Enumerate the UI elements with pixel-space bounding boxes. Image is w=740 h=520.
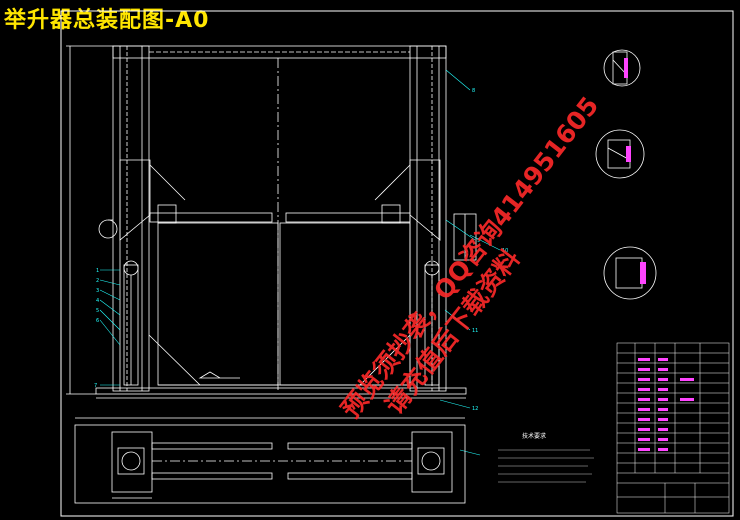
vehicle-outline (157, 222, 279, 386)
svg-text:9: 9 (477, 238, 480, 244)
plan-left-post (111, 431, 153, 493)
technical-notes-heading: 技术要求 (522, 433, 547, 440)
left-arm (149, 212, 273, 223)
plan-view (74, 417, 466, 504)
drawing-title: 举升器总装配图-A0 (4, 8, 210, 33)
svg-text:4: 4 (96, 298, 99, 304)
title-block (616, 342, 730, 514)
svg-text:7: 7 (94, 383, 97, 389)
svg-text:11: 11 (472, 328, 478, 334)
svg-text:6: 6 (96, 318, 99, 324)
svg-text:10: 10 (502, 248, 508, 254)
technical-notes (498, 449, 594, 483)
front-elevation (66, 45, 477, 399)
left-carriage (119, 159, 151, 241)
svg-text:2: 2 (96, 278, 99, 284)
base-plate (95, 387, 467, 395)
drawing-frame (60, 10, 734, 517)
detail-views (595, 49, 657, 300)
right-arm (285, 212, 411, 223)
svg-text:5: 5 (96, 308, 99, 314)
callout-leaders (99, 69, 501, 456)
detail-a (603, 49, 641, 87)
parts-list-highlight (638, 358, 694, 451)
svg-text:8: 8 (472, 88, 475, 94)
detail-c (603, 246, 657, 300)
right-carriage (409, 159, 441, 241)
plan-right-post (411, 431, 453, 493)
detail-fill (624, 58, 646, 284)
svg-text:3: 3 (96, 288, 99, 294)
svg-text:1: 1 (96, 268, 99, 274)
svg-text:12: 12 (472, 406, 478, 412)
top-beam (112, 45, 447, 59)
detail-b (595, 129, 645, 179)
